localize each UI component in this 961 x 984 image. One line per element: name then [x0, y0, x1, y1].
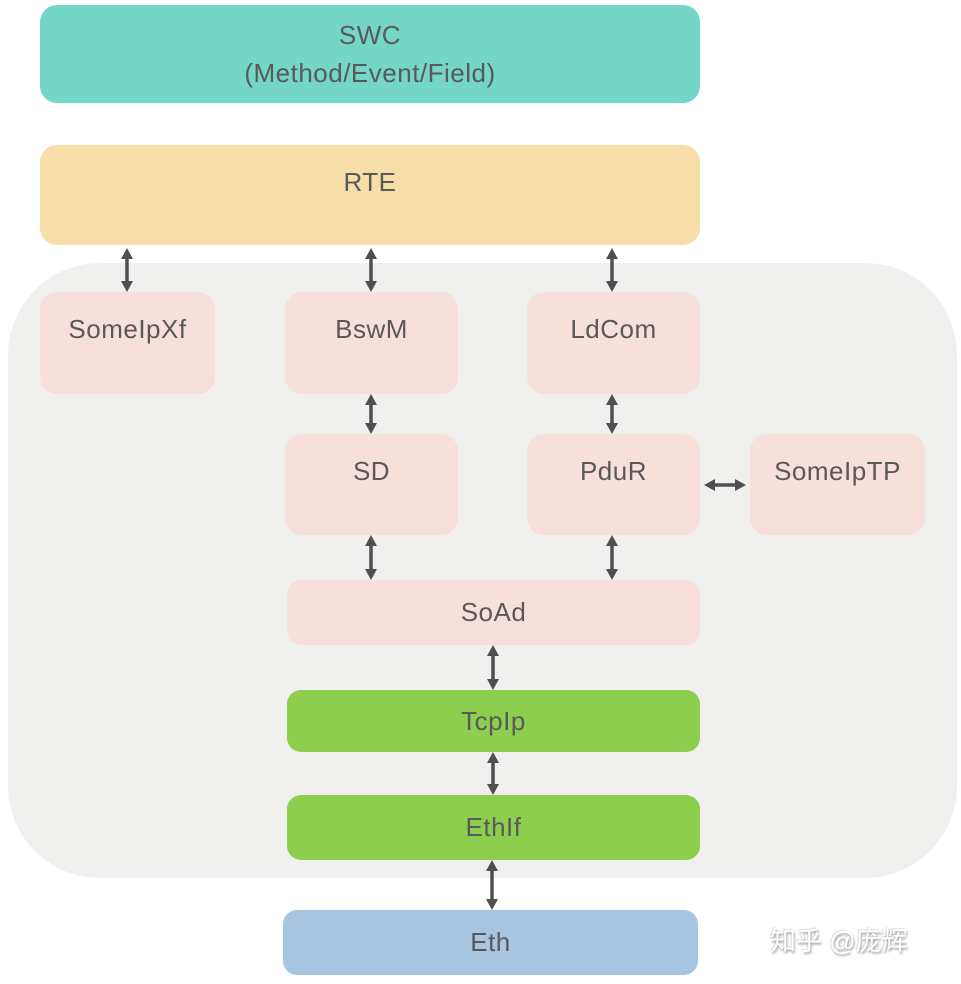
node-swc-label-line2: (Method/Event/Field)	[244, 58, 496, 88]
node-bswm: BswM	[285, 292, 458, 394]
arrow-rte-ldcom	[606, 248, 618, 292]
arrow-rte-someipxf	[121, 248, 133, 292]
arrow-ldcom-pdur	[606, 394, 618, 434]
arrow-sd-soad	[365, 535, 377, 580]
node-ethif: EthIf	[287, 795, 700, 860]
node-swc-label-line1: SWC	[338, 20, 402, 50]
arrow-pdur-soad	[606, 535, 618, 580]
node-pdur: PduR	[527, 434, 700, 535]
node-eth: Eth	[283, 910, 698, 975]
watermark: 知乎 @庞辉	[770, 926, 908, 956]
arrow-soad-tcpip	[487, 645, 499, 690]
node-sd: SD	[285, 434, 458, 535]
arrow-rte-bswm	[365, 248, 377, 292]
arrow-ethif-eth	[486, 860, 498, 910]
node-rte: RTE	[40, 145, 700, 245]
arrow-bswm-sd	[365, 394, 377, 434]
arrow-pdur-someiptp	[704, 479, 746, 491]
node-soad: SoAd	[287, 580, 700, 645]
node-ldcom: LdCom	[527, 292, 700, 394]
node-someiptp: SomeIpTP	[750, 434, 925, 535]
node-swc: SWC (Method/Event/Field)	[40, 5, 700, 103]
node-someipxf: SomeIpXf	[40, 292, 215, 394]
node-tcpip: TcpIp	[287, 690, 700, 752]
arrow-tcpip-ethif	[487, 752, 499, 795]
